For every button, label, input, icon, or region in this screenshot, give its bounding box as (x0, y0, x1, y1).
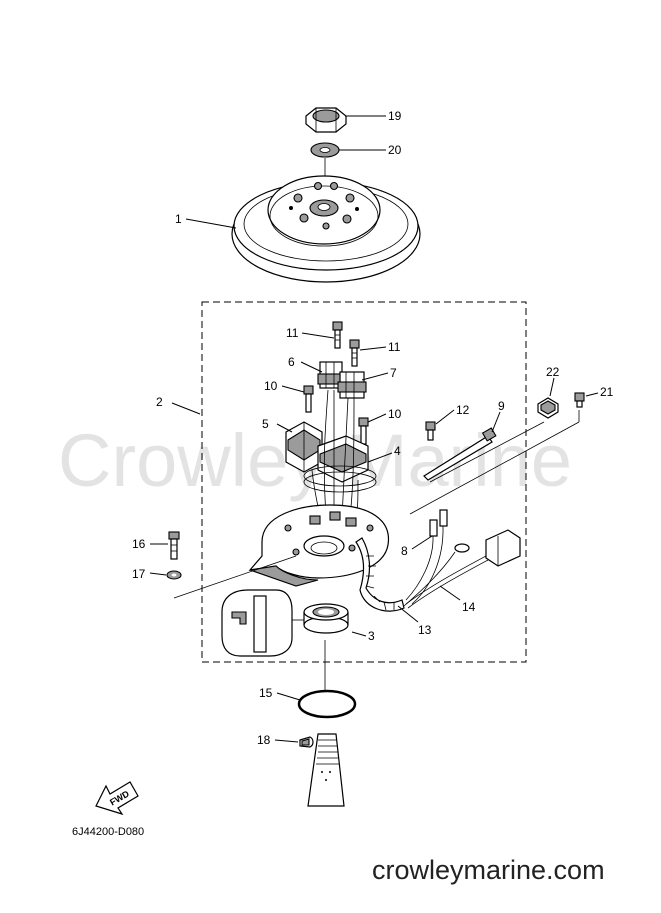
screw-part-11b[interactable] (349, 339, 360, 367)
callout-3: 3 (368, 629, 375, 643)
screw-part-10a[interactable] (303, 385, 314, 413)
callout-labels: 19 20 1 2 3 4 5 6 7 8 9 10 10 11 11 12 1… (132, 109, 614, 747)
screw-part-21[interactable] (574, 392, 585, 408)
woodruff-key-part[interactable] (299, 736, 314, 748)
o-ring-part[interactable] (297, 689, 357, 719)
seal-detail-inset (221, 589, 304, 657)
wire-sleeve-part[interactable] (355, 537, 405, 612)
callout-1: 1 (175, 212, 182, 226)
callout-10a: 10 (264, 379, 278, 393)
callout-14: 14 (462, 600, 476, 614)
coil-part-5[interactable] (285, 421, 323, 473)
callout-9: 9 (498, 399, 505, 413)
callout-21: 21 (600, 385, 614, 399)
callout-18: 18 (257, 733, 271, 747)
callout-6: 6 (288, 355, 295, 369)
lead-wire-part[interactable] (405, 509, 470, 605)
callout-12: 12 (456, 403, 470, 417)
callout-22: 22 (546, 365, 560, 379)
coil-part-7[interactable] (337, 371, 367, 399)
callout-11a: 11 (286, 326, 299, 340)
nut-part[interactable] (305, 107, 347, 133)
callout-11b: 11 (388, 340, 401, 354)
callout-7: 7 (390, 366, 397, 380)
coil-part-4[interactable] (303, 435, 377, 493)
callout-17: 17 (132, 567, 146, 581)
forward-direction-arrow: FWD (95, 781, 139, 816)
callout-16: 16 (132, 537, 146, 551)
washer-part-17[interactable] (166, 570, 182, 580)
oil-seal-part[interactable] (303, 603, 349, 634)
callout-20: 20 (388, 143, 402, 157)
callout-19: 19 (388, 109, 402, 123)
bolt-part-16[interactable] (168, 531, 180, 560)
crankshaft-end (307, 733, 345, 807)
clamp-part-22[interactable] (537, 397, 559, 419)
callout-5: 5 (262, 417, 269, 431)
washer-part[interactable] (310, 142, 340, 158)
flywheel-part[interactable] (231, 175, 421, 283)
callout-13: 13 (418, 623, 432, 637)
callout-15: 15 (259, 686, 273, 700)
connector-part-14[interactable] (403, 529, 521, 609)
callout-8: 8 (401, 544, 408, 558)
assembly-boundary (201, 301, 527, 663)
callout-4: 4 (394, 444, 401, 458)
screw-part-11a[interactable] (332, 321, 343, 349)
callout-2: 2 (156, 395, 163, 409)
diagram-code: 6J44200-D080 (72, 826, 144, 838)
screw-part-12[interactable] (425, 421, 436, 441)
callout-10b: 10 (388, 407, 402, 421)
site-url[interactable]: crowleymarine.com (372, 855, 605, 885)
leader-lines (149, 115, 599, 743)
